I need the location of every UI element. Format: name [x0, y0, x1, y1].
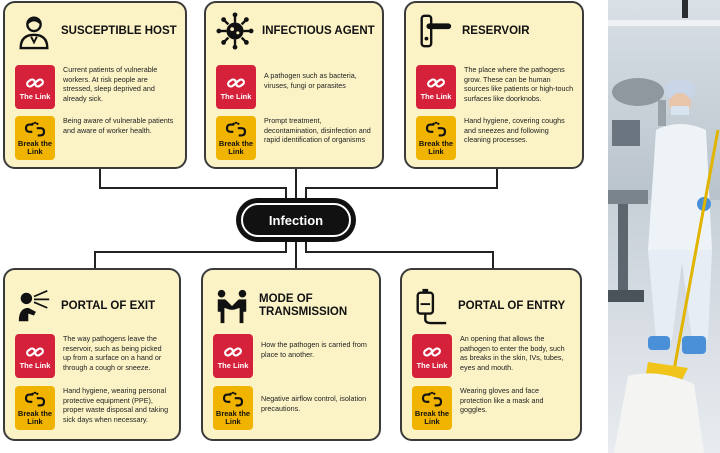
- link-row: The Link An opening that allows the path…: [412, 334, 572, 378]
- card-mode-of-transmission: MODE OF TRANSMISSION The Link How the pa…: [201, 268, 381, 441]
- card-title: SUSCEPTIBLE HOST: [61, 24, 177, 37]
- badge-label: Break the Link: [418, 138, 454, 156]
- break-row: Break the Link Wearing gloves and face p…: [412, 386, 572, 430]
- badge-label: The Link: [19, 91, 51, 101]
- break-row: Break the Link Negative airflow control,…: [213, 386, 371, 430]
- iv-bag-icon: [416, 288, 447, 325]
- card-title: PORTAL OF ENTRY: [458, 299, 566, 312]
- broken-chain-icon: [222, 391, 244, 406]
- badge-label: Break the Link: [414, 408, 450, 426]
- badge-label: The Link: [220, 91, 252, 101]
- cleaning-worker-photo: [608, 0, 720, 453]
- sneeze-icon: [18, 290, 50, 322]
- badge-label: The Link: [420, 91, 452, 101]
- card-title: MODE OF TRANSMISSION: [259, 293, 348, 318]
- broken-chain-icon: [225, 121, 247, 136]
- hub-ring: Infection: [241, 203, 351, 237]
- card-header: PORTAL OF ENTRY: [412, 286, 565, 326]
- break-description: Hand hygiene, wearing personal protectiv…: [63, 386, 169, 424]
- badge-label: Break the Link: [215, 408, 251, 426]
- card-reservoir: RESERVOIR The Link The place where the p…: [404, 1, 584, 169]
- break-the-link-badge: Break the Link: [416, 116, 456, 160]
- the-link-badge: The Link: [213, 334, 253, 378]
- link-description: How the pathogen is carried from place t…: [261, 340, 367, 359]
- the-link-badge: The Link: [216, 65, 256, 109]
- badge-label: Break the Link: [17, 408, 53, 426]
- the-link-badge: The Link: [15, 65, 55, 109]
- card-title: RESERVOIR: [462, 24, 530, 37]
- break-the-link-badge: Break the Link: [15, 116, 55, 160]
- break-the-link-badge: Break the Link: [412, 386, 452, 430]
- patient-icon: [19, 16, 49, 50]
- break-row: Break the Link Hand hygiene, wearing per…: [15, 386, 171, 430]
- badge-label: The Link: [19, 360, 51, 370]
- badge-label: Break the Link: [218, 138, 254, 156]
- badge-label: The Link: [416, 360, 448, 370]
- broken-chain-icon: [425, 121, 447, 136]
- link-row: The Link The way pathogens leave the res…: [15, 334, 171, 378]
- chain-link-icon: [224, 346, 242, 357]
- chain-link-icon: [227, 77, 245, 88]
- break-description: Hand hygiene, covering coughs and sneeze…: [464, 116, 565, 145]
- break-the-link-badge: Break the Link: [15, 386, 55, 430]
- chain-link-icon: [26, 77, 44, 88]
- card-title: INFECTIOUS AGENT: [262, 24, 375, 37]
- card-header: SUSCEPTIBLE HOST: [15, 11, 177, 51]
- the-link-badge: The Link: [412, 334, 452, 378]
- card-header: RESERVOIR: [416, 11, 530, 51]
- link-description: The way pathogens leave the reservoir, s…: [63, 334, 162, 372]
- link-row: The Link The place where the pathogens g…: [416, 65, 574, 109]
- break-description: Prompt treatment, decontamination, disin…: [264, 116, 371, 145]
- break-description: Being aware of vulnerable patients and a…: [63, 116, 174, 135]
- badge-label: Break the Link: [17, 138, 53, 156]
- card-infectious-agent: INFECTIOUS AGENT The Link A pathogen suc…: [204, 1, 384, 169]
- link-row: The Link How the pathogen is carried fro…: [213, 334, 371, 378]
- link-row: The Link Current patients of vulnerable …: [15, 65, 177, 109]
- card-title: PORTAL OF EXIT: [61, 299, 156, 312]
- connector-lines: [94, 168, 498, 268]
- break-row: Break the Link Being aware of vulnerable…: [15, 116, 177, 160]
- card-header: MODE OF TRANSMISSION: [213, 286, 349, 326]
- broken-chain-icon: [421, 391, 443, 406]
- card-header: PORTAL OF EXIT: [15, 286, 155, 326]
- card-portal-of-exit: PORTAL OF EXIT The Link The way pathogen…: [3, 268, 181, 441]
- chain-link-icon: [423, 346, 441, 357]
- chain-link-icon: [26, 346, 44, 357]
- break-row: Break the Link Hand hygiene, covering co…: [416, 116, 574, 160]
- card-susceptible-host: SUSCEPTIBLE HOST The Link Current patien…: [3, 1, 187, 169]
- break-row: Break the Link Prompt treatment, deconta…: [216, 116, 374, 160]
- break-description: Wearing gloves and face protection like …: [460, 386, 544, 415]
- chain-link-icon: [427, 77, 445, 88]
- broken-chain-icon: [24, 391, 46, 406]
- link-description: The place where the pathogens grow. Thes…: [464, 65, 574, 103]
- infection-hub: Infection: [236, 198, 356, 242]
- badge-label: The Link: [217, 360, 249, 370]
- link-description: A pathogen such as bacteria, viruses, fu…: [264, 71, 357, 90]
- handshake-icon: [217, 289, 247, 324]
- broken-chain-icon: [24, 121, 46, 136]
- card-portal-of-entry: PORTAL OF ENTRY The Link An opening that…: [400, 268, 582, 441]
- the-link-badge: The Link: [416, 65, 456, 109]
- break-description: Negative airflow control, isolation prec…: [261, 394, 367, 413]
- door-handle-icon: [420, 14, 452, 48]
- break-the-link-badge: Break the Link: [213, 386, 253, 430]
- virus-icon: [216, 12, 254, 50]
- link-description: Current patients of vulnerable workers. …: [63, 65, 158, 103]
- break-the-link-badge: Break the Link: [216, 116, 256, 160]
- card-header: INFECTIOUS AGENT: [216, 11, 375, 51]
- link-description: An opening that allows the pathogen to e…: [460, 334, 565, 372]
- link-row: The Link A pathogen such as bacteria, vi…: [216, 65, 374, 109]
- the-link-badge: The Link: [15, 334, 55, 378]
- hub-label: Infection: [268, 212, 324, 228]
